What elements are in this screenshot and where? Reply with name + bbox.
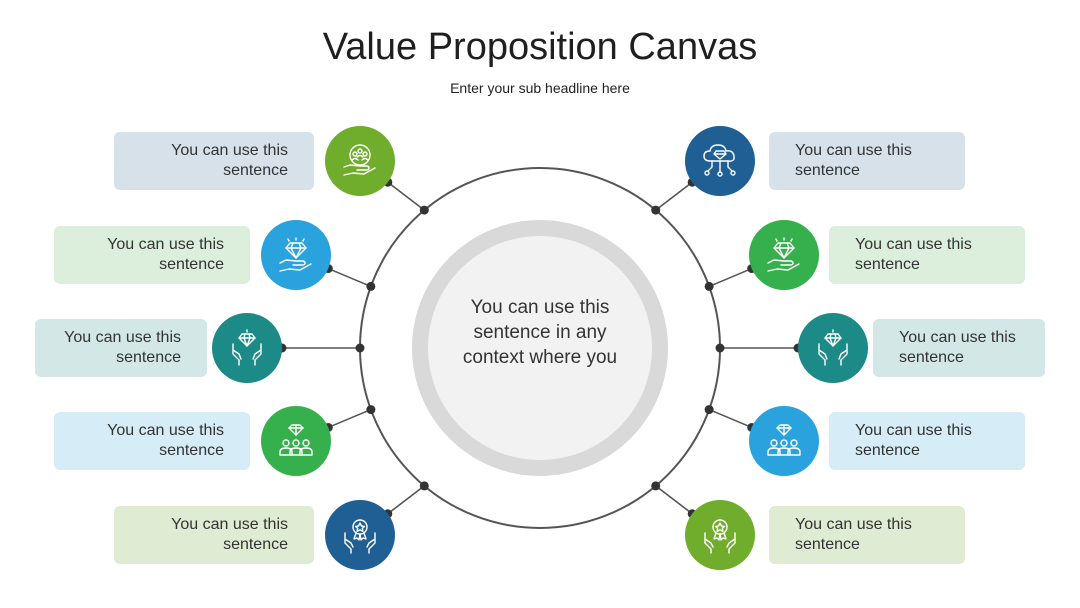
left-item-box-3: You can use this sentence — [35, 319, 207, 377]
page-subtitle: Enter your sub headline here — [450, 80, 630, 96]
page-title: Value Proposition Canvas — [322, 26, 758, 68]
right-item-label: You can use this sentence — [795, 516, 912, 553]
people-in-hand-icon — [343, 144, 376, 176]
right-item-bubble-3 — [798, 313, 868, 383]
left-item-label: You can use this sentence — [107, 422, 224, 459]
right-item-bubble-2 — [749, 220, 819, 290]
connector-line — [387, 181, 425, 211]
left-item-box-5: You can use this sentence — [114, 506, 314, 564]
left-item-label: You can use this sentence — [171, 516, 288, 553]
connector-line — [327, 408, 372, 429]
left-item-label: You can use this sentence — [107, 236, 224, 273]
right-item-bubble-5 — [685, 500, 755, 570]
diamond-hands-icon — [818, 329, 848, 366]
award-hands-icon — [704, 519, 736, 554]
left-item-label: You can use this sentence — [171, 142, 288, 179]
diamond-team-icon — [279, 424, 313, 456]
connector-dot — [419, 205, 429, 215]
connector-dot — [704, 281, 714, 291]
right-item-label: You can use this sentence — [855, 236, 972, 273]
right-item-label: You can use this sentence — [795, 142, 912, 179]
right-item-box-5: You can use this sentence — [769, 506, 965, 564]
right-item-label: You can use this sentence — [855, 422, 972, 459]
connector-dot — [704, 405, 714, 415]
right-item-box-2: You can use this sentence — [829, 226, 1025, 284]
left-item-bubble-5 — [325, 500, 395, 570]
connector-dot — [419, 481, 429, 491]
left-item-box-1: You can use this sentence — [114, 132, 314, 190]
connector-dot — [355, 343, 365, 353]
left-item-label: You can use this sentence — [64, 329, 181, 366]
award-hands-icon — [344, 519, 376, 554]
left-item-box-2: You can use this sentence — [54, 226, 250, 284]
connector-line — [655, 181, 693, 211]
connector-dot — [366, 405, 376, 415]
connector-line — [387, 485, 425, 515]
connector-dot — [366, 281, 376, 291]
connector-line — [708, 267, 753, 288]
right-item-box-3: You can use this sentence — [873, 319, 1045, 377]
cloud-diamond-icon — [703, 144, 736, 177]
connector-line — [708, 408, 753, 429]
diamond-hands-icon — [232, 329, 262, 366]
connector-line — [655, 485, 693, 515]
left-item-bubble-3 — [212, 313, 282, 383]
diamond-in-hand-icon — [767, 237, 800, 272]
right-item-label: You can use this sentence — [899, 329, 1016, 366]
left-item-box-4: You can use this sentence — [54, 412, 250, 470]
diamond-team-icon — [767, 424, 801, 456]
connector-lines — [282, 181, 798, 515]
left-item-bubble-2 — [261, 220, 331, 290]
left-item-bubble-1 — [325, 126, 395, 196]
inner-ring — [412, 220, 668, 476]
right-item-bubble-4 — [749, 406, 819, 476]
diamond-in-hand-icon — [279, 237, 312, 272]
center-text: You can use this sentence in any context… — [462, 297, 618, 368]
left-item-bubble-4 — [261, 406, 331, 476]
right-item-bubble-1 — [685, 126, 755, 196]
connector-dot — [651, 205, 661, 215]
right-item-box-4: You can use this sentence — [829, 412, 1025, 470]
connector-dot — [651, 481, 661, 491]
right-item-box-1: You can use this sentence — [769, 132, 965, 190]
connector-line — [327, 267, 372, 288]
connector-dot — [715, 343, 725, 353]
